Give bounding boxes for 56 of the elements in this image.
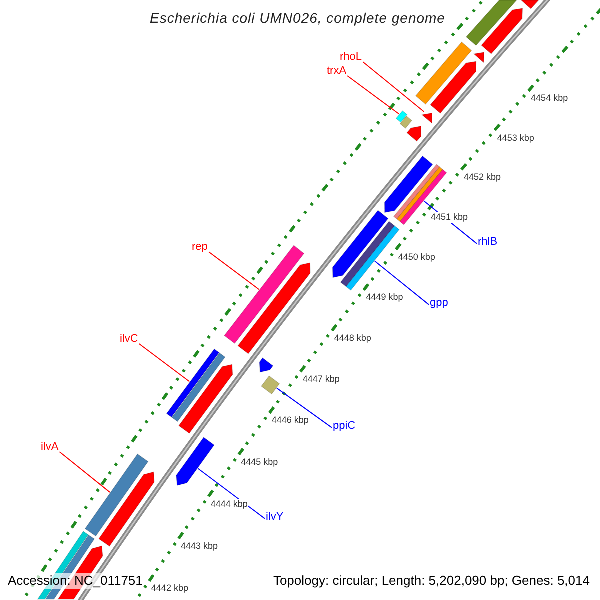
leader-line bbox=[138, 344, 190, 382]
tick-label: 4443 kbp bbox=[180, 540, 218, 552]
tick-label: 4452 kbp bbox=[464, 172, 502, 184]
gene-bar bbox=[400, 116, 412, 129]
leader-line bbox=[59, 452, 110, 493]
gene-bar bbox=[430, 61, 477, 114]
gene-bar bbox=[466, 0, 518, 46]
gene-bar bbox=[261, 376, 280, 395]
tick-label: 4444 kbp bbox=[210, 498, 248, 510]
gene-label: ppiC bbox=[333, 420, 356, 433]
gene-bar bbox=[415, 42, 472, 105]
gene-bar bbox=[384, 156, 434, 214]
gene-label: rep bbox=[192, 241, 208, 254]
tick-label: 4448 kbp bbox=[334, 333, 372, 344]
gene-bar bbox=[396, 110, 408, 123]
tick-label: 4454 kbp bbox=[531, 93, 568, 104]
gene-bar bbox=[346, 226, 400, 291]
gene-bar bbox=[406, 126, 422, 142]
gene-bar bbox=[474, 52, 484, 63]
tick-label: 4449 kbp bbox=[366, 292, 404, 304]
tick-label: 4442 kbp bbox=[151, 583, 188, 594]
gene-bar bbox=[84, 454, 149, 537]
tick-label: 4446 kbp bbox=[272, 415, 309, 426]
accession-note: Accession: NC_011751 bbox=[8, 573, 143, 589]
gene-bar bbox=[340, 221, 396, 288]
tick-label: 4453 kbp bbox=[497, 132, 534, 144]
gene-bar bbox=[176, 437, 215, 486]
tick-label: 4450 kbp bbox=[398, 252, 436, 263]
leader-line bbox=[347, 76, 400, 115]
leader-line bbox=[198, 468, 266, 520]
tick-label: 4445 kbp bbox=[241, 456, 278, 468]
genome-summary-note: Topology: circular; Length: 5,202,090 bp; Genes: 5,014 bbox=[273, 573, 590, 589]
gene-bar bbox=[422, 112, 432, 124]
gene-bar bbox=[178, 364, 234, 434]
gene-label: rhoL bbox=[340, 51, 362, 64]
gene-bar bbox=[238, 262, 311, 354]
gene-label: ilvY bbox=[266, 511, 284, 524]
tick-label: 4451 kbp bbox=[431, 212, 468, 223]
leader-line bbox=[362, 62, 425, 112]
gene-bar bbox=[166, 348, 220, 418]
gene-label: rhlB bbox=[478, 236, 498, 249]
gene-bar bbox=[98, 472, 155, 547]
gene-label: ilvA bbox=[41, 441, 59, 454]
gene-label: trxA bbox=[327, 65, 347, 78]
gene-bar bbox=[259, 358, 274, 373]
gene-bar bbox=[224, 245, 305, 344]
leader-line bbox=[208, 252, 260, 290]
gene-bar bbox=[520, 0, 540, 10]
tick-label: 4447 kbp bbox=[302, 374, 340, 385]
gene-bar bbox=[172, 352, 226, 422]
gene-bar bbox=[332, 210, 389, 278]
leader-line bbox=[276, 388, 332, 428]
gene-label: gpp bbox=[430, 297, 448, 310]
gene-label: ilvC bbox=[120, 333, 138, 346]
gene-bar bbox=[481, 8, 524, 54]
title: Escherichia coli UMN026, complete genome bbox=[150, 9, 446, 27]
